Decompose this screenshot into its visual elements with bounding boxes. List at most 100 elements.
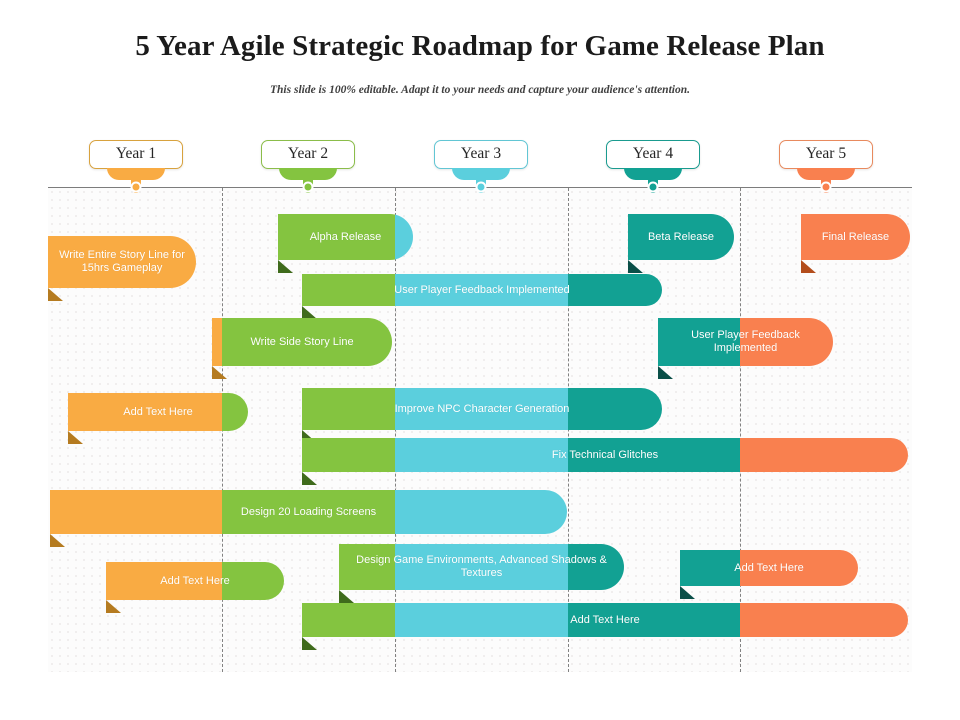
task-bar-body xyxy=(801,214,910,260)
year-axis-dot-4 xyxy=(647,181,659,193)
task-bar-body xyxy=(339,544,624,590)
task-bar-segment-2 xyxy=(395,214,413,260)
year-drip-4 xyxy=(624,168,682,180)
task-bar-segment-2 xyxy=(740,550,858,586)
task-bar-segment-3 xyxy=(568,388,662,430)
task-bar-tail xyxy=(106,600,121,613)
task-bar-segment-2 xyxy=(395,603,568,637)
task-bar-tail xyxy=(658,366,673,379)
task-bar[interactable]: Design Game Environments, Advanced Shado… xyxy=(339,544,624,603)
task-bar-body xyxy=(302,388,662,430)
year-marker-4[interactable]: Year 4 xyxy=(606,140,700,193)
task-bar-segment-1 xyxy=(48,236,196,288)
task-bar-segment-3 xyxy=(568,274,662,306)
task-bar-segment-2 xyxy=(395,274,568,306)
task-bar-tail xyxy=(278,260,293,273)
year-drip-5 xyxy=(797,168,855,180)
task-bar-segment-1 xyxy=(658,318,740,366)
task-bar-body xyxy=(628,214,734,260)
year-marker-3[interactable]: Year 3 xyxy=(434,140,528,193)
task-bar-body xyxy=(68,393,248,431)
task-bar[interactable]: Add Text Here xyxy=(302,603,908,650)
task-bar[interactable]: User Player Feedback Implemented xyxy=(302,274,662,319)
task-bar[interactable]: Alpha Release xyxy=(278,214,413,273)
task-bar-segment-3 xyxy=(568,603,740,637)
task-bar-segment-2 xyxy=(395,544,568,590)
task-bar-segment-2 xyxy=(395,438,568,472)
task-bar-body xyxy=(302,438,908,472)
task-bar-segment-1 xyxy=(801,214,910,260)
year-marker-2[interactable]: Year 2 xyxy=(261,140,355,193)
task-bar-tail xyxy=(68,431,83,444)
task-bar-segment-3 xyxy=(395,490,567,534)
task-bar-segment-4 xyxy=(740,603,908,637)
year-gridline-4 xyxy=(740,188,741,672)
task-bar-segment-1 xyxy=(50,490,222,534)
task-bar[interactable]: Beta Release xyxy=(628,214,734,273)
task-bar-segment-1 xyxy=(212,318,222,366)
task-bar[interactable]: Final Release xyxy=(801,214,910,273)
task-bar-segment-2 xyxy=(222,562,284,600)
task-bar-segment-1 xyxy=(339,544,395,590)
year-axis-dot-1 xyxy=(130,181,142,193)
task-bar-segment-2 xyxy=(222,318,392,366)
task-bar[interactable]: Add Text Here xyxy=(680,550,858,599)
year-axis-dot-5 xyxy=(820,181,832,193)
task-bar-segment-1 xyxy=(68,393,222,431)
task-bar-segment-2 xyxy=(395,388,568,430)
task-bar[interactable]: Add Text Here xyxy=(68,393,248,444)
task-bar-segment-1 xyxy=(106,562,222,600)
task-bar-segment-3 xyxy=(568,438,740,472)
task-bar-tail xyxy=(302,472,317,485)
page-title: 5 Year Agile Strategic Roadmap for Game … xyxy=(135,30,825,62)
year-label-3: Year 3 xyxy=(434,140,528,180)
task-bar-tail xyxy=(48,288,63,301)
task-bar[interactable]: Add Text Here xyxy=(106,562,284,613)
task-bar-body xyxy=(106,562,284,600)
task-bar-segment-1 xyxy=(302,438,395,472)
task-bar-tail xyxy=(801,260,816,273)
year-drip-3 xyxy=(452,168,510,180)
task-bar-tail xyxy=(680,586,695,599)
task-bar-body xyxy=(278,214,413,260)
task-bar-body xyxy=(48,236,196,288)
year-gridline-2 xyxy=(395,188,396,672)
task-bar-segment-1 xyxy=(680,550,740,586)
year-drip-1 xyxy=(107,168,165,180)
task-bar-tail xyxy=(50,534,65,547)
year-label-5: Year 5 xyxy=(779,140,873,180)
task-bar-tail xyxy=(339,590,354,603)
task-bar-segment-3 xyxy=(568,544,624,590)
year-marker-5[interactable]: Year 5 xyxy=(779,140,873,193)
task-bar-body xyxy=(302,274,662,306)
task-bar-body xyxy=(212,318,392,366)
task-bar-body xyxy=(658,318,833,366)
task-bar[interactable]: User Player Feedback Implemented xyxy=(658,318,833,379)
task-bar[interactable]: Fix Technical Glitches xyxy=(302,438,908,485)
year-marker-1[interactable]: Year 1 xyxy=(89,140,183,193)
task-bar-tail xyxy=(628,260,643,273)
task-bar-segment-1 xyxy=(302,274,395,306)
task-bar[interactable]: Improve NPC Character Generation xyxy=(302,388,662,443)
year-axis-dot-2 xyxy=(302,181,314,193)
task-bar-tail xyxy=(302,306,317,319)
task-bar-tail xyxy=(212,366,227,379)
task-bar-tail xyxy=(302,637,317,650)
task-bar[interactable]: Write Entire Story Line for 15hrs Gamepl… xyxy=(48,236,196,301)
task-bar-body xyxy=(680,550,858,586)
task-bar-segment-1 xyxy=(628,214,734,260)
year-label-4: Year 4 xyxy=(606,140,700,180)
task-bar[interactable]: Write Side Story Line xyxy=(212,318,392,379)
year-label-2: Year 2 xyxy=(261,140,355,180)
task-bar-body xyxy=(50,490,567,534)
year-axis-dot-3 xyxy=(475,181,487,193)
task-bar-body xyxy=(302,603,908,637)
year-gridline-3 xyxy=(568,188,569,672)
task-bar-segment-2 xyxy=(740,318,833,366)
year-drip-2 xyxy=(279,168,337,180)
task-bar-segment-2 xyxy=(222,490,395,534)
task-bar-segment-1 xyxy=(278,214,395,260)
task-bar[interactable]: Design 20 Loading Screens xyxy=(50,490,567,547)
task-bar-segment-1 xyxy=(302,603,395,637)
